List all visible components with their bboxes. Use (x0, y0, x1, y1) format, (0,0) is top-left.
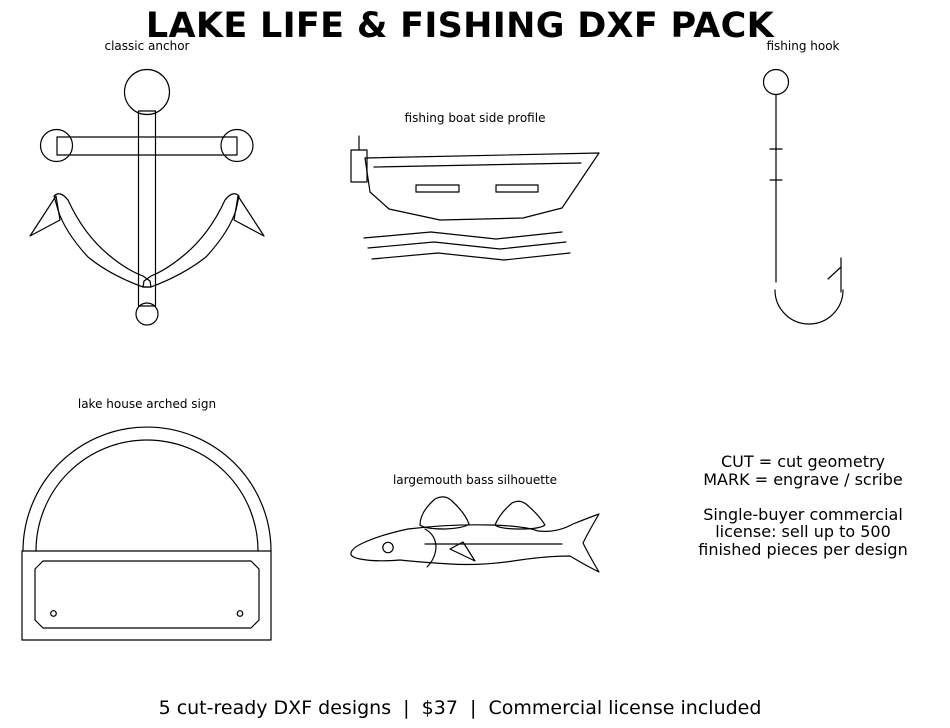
license-line-1: Single-buyer commercial (703, 504, 903, 524)
boat-window-right (495, 184, 539, 193)
bass-body (350, 513, 600, 573)
sign-drawing (21, 426, 272, 641)
footer-text: 5 cut-ready DXF designs | $37 | Commerci… (0, 696, 920, 720)
bass-dorsal-fin-rear (494, 500, 546, 530)
boat-deck-line (373, 162, 582, 168)
anchor-ring (123, 68, 171, 116)
sign-hole-left (50, 610, 57, 617)
anchor-shank (137, 110, 157, 307)
footer-label: 5 cut-ready DXF designs | $37 | Commerci… (158, 697, 762, 719)
license-line-3: finished pieces per design (698, 539, 908, 559)
hook-bend (774, 289, 844, 325)
anchor-caption: classic anchor (104, 39, 190, 53)
anchor-right-fluke (233, 195, 265, 237)
anchor-crown-ball (135, 302, 159, 326)
legend-cut: CUT = cut geometry (720, 452, 886, 471)
boat-window-left (415, 184, 460, 193)
boat-wave-1 (363, 231, 563, 240)
boat-hull (364, 152, 600, 221)
anchor-left-fluke (29, 195, 61, 237)
bass-eye (382, 541, 394, 554)
boat-motor (350, 149, 368, 183)
sign-inner-panel (34, 560, 260, 629)
anchor-stock-right-ball (220, 128, 254, 163)
boat-caption: fishing boat side profile (404, 111, 546, 125)
license-line-2: license: sell up to 500 (715, 522, 891, 541)
bass-caption: largemouth bass silhouette (392, 473, 558, 487)
legend-mark: MARK = engrave / scribe (703, 469, 903, 489)
hook-drawing (762, 68, 844, 325)
anchor-stock (56, 136, 238, 156)
anchor-drawing (29, 68, 265, 326)
sign-board (21, 550, 272, 641)
sign-caption: lake house arched sign (77, 397, 217, 411)
sign-inner-arch (35, 439, 259, 552)
sign-outer-arch (22, 426, 272, 552)
boat-wave-2 (367, 241, 567, 250)
sign-hole-right (236, 610, 244, 617)
hook-barb (827, 266, 842, 280)
anchor-left-arm (53, 193, 152, 288)
bass-dorsal-fin-front (419, 496, 470, 530)
legend-spacer (670, 488, 936, 506)
bass-pectoral-fin (449, 541, 476, 562)
hook-caption: fishing hook (766, 39, 840, 53)
hook-eye (762, 68, 790, 96)
page-title: LAKE LIFE & FISHING DXF PACK (145, 6, 775, 46)
anchor-stock-left-ball (39, 128, 74, 163)
boat-wave-3 (371, 252, 571, 261)
bass-gill (424, 528, 437, 568)
legend-block: CUT = cut geometry MARK = engrave / scri… (670, 453, 936, 558)
bass-drawing (350, 496, 600, 573)
anchor-right-arm (142, 193, 240, 288)
boat-drawing (350, 135, 600, 261)
